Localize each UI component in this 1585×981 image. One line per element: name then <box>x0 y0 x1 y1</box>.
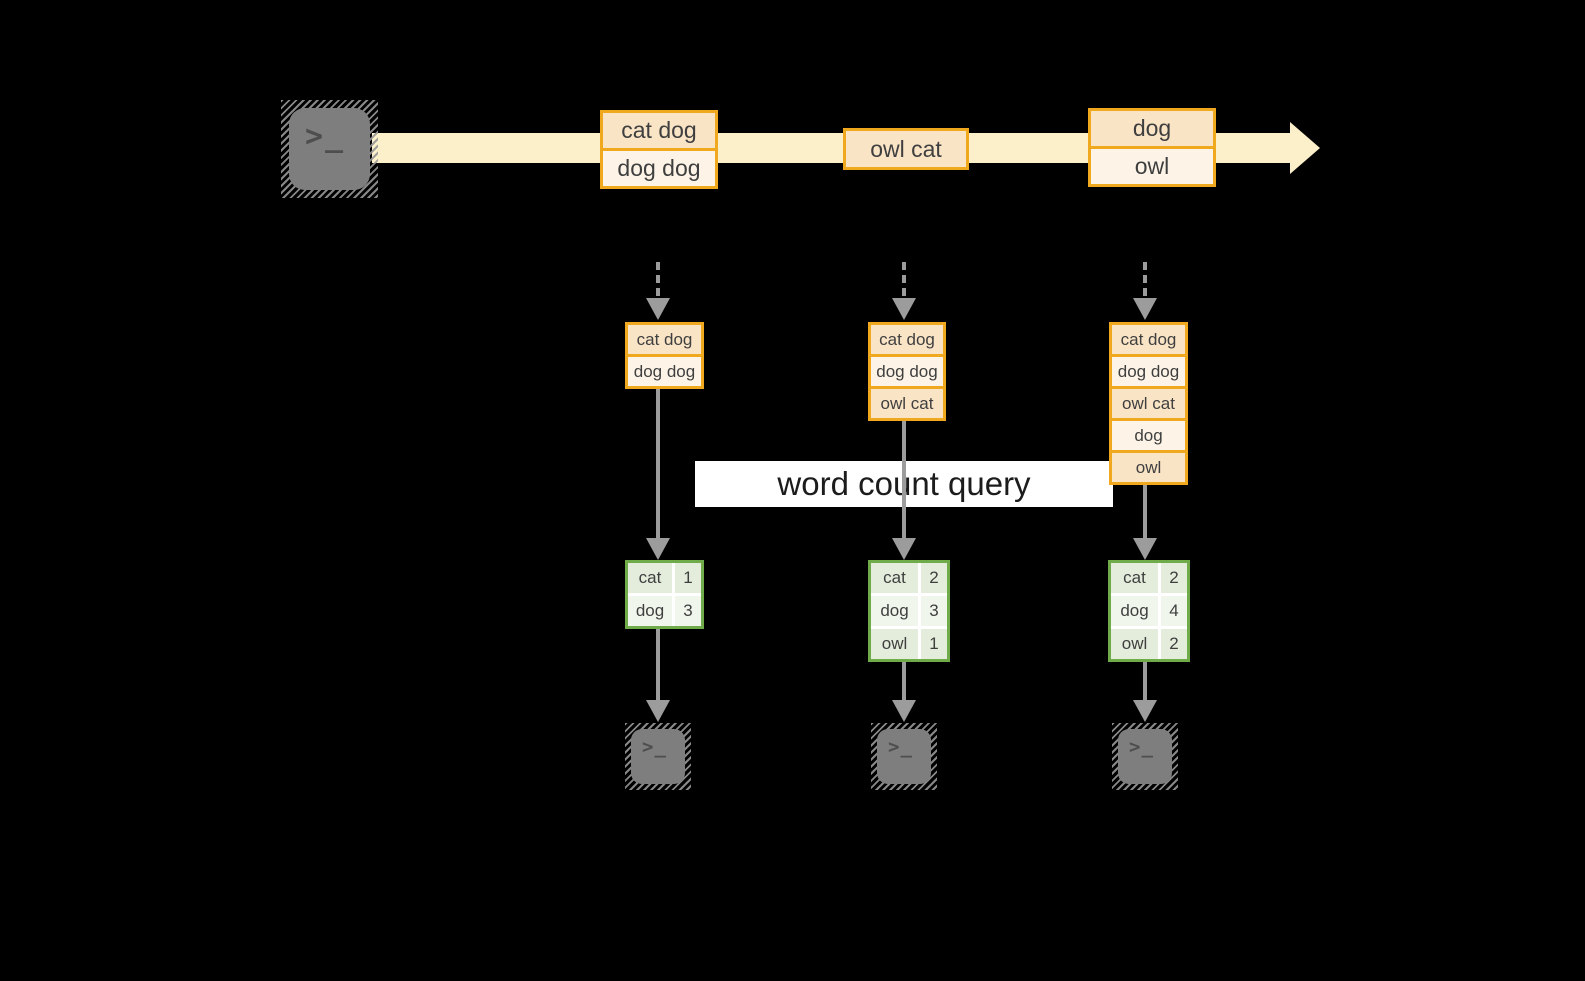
input-row: cat dog <box>628 325 701 354</box>
count-word-cell: owl <box>1111 629 1158 659</box>
input-row: cat dog <box>871 325 943 354</box>
count-word-cell: dog <box>871 596 918 626</box>
count-table-col2: cat 2 dog 3 owl 1 <box>868 560 950 662</box>
count-word-cell: owl <box>871 629 918 659</box>
dashed-arrowhead-col2 <box>892 298 916 320</box>
sink-terminal-icon-col1: >_ <box>625 723 691 790</box>
input-row: cat dog <box>1112 325 1185 354</box>
stream-batch-3-row: dog <box>1091 111 1213 146</box>
terminal-icon-body: >_ <box>1118 729 1172 784</box>
count-table-col3: cat 2 dog 4 owl 2 <box>1108 560 1190 662</box>
input-row: owl cat <box>871 386 943 418</box>
query-arrowhead-col1 <box>646 538 670 560</box>
stream-batch-2-row: owl cat <box>846 131 966 167</box>
query-arrow-line-col1 <box>656 389 660 538</box>
input-stack-col1: cat dog dog dog <box>625 322 704 389</box>
sink-arrow-line-col2 <box>902 662 906 700</box>
input-row: dog dog <box>1112 354 1185 386</box>
count-word-cell: cat <box>628 563 672 593</box>
count-value-cell: 3 <box>921 596 947 626</box>
input-row: dog dog <box>871 354 943 386</box>
count-value-cell: 2 <box>921 563 947 593</box>
input-row: dog <box>1112 418 1185 450</box>
terminal-prompt-glyph: >_ <box>888 736 913 758</box>
terminal-icon-body: >_ <box>289 108 370 190</box>
terminal-prompt-glyph: >_ <box>1129 736 1154 758</box>
dashed-arrow-line-col3 <box>1143 262 1147 296</box>
query-arrow-line-col3 <box>1143 485 1147 538</box>
input-stack-col3: cat dog dog dog owl cat dog owl <box>1109 322 1188 485</box>
sink-arrow-line-col1 <box>656 629 660 700</box>
count-value-cell: 4 <box>1161 596 1187 626</box>
stream-timeline-arrowhead <box>1290 122 1320 174</box>
stream-batch-1-row: dog dog <box>603 148 715 186</box>
count-word-cell: dog <box>628 596 672 626</box>
dashed-arrowhead-col3 <box>1133 298 1157 320</box>
dashed-arrow-line-col2 <box>902 262 906 296</box>
count-word-cell: dog <box>1111 596 1158 626</box>
sink-arrowhead-col2 <box>892 700 916 722</box>
count-word-cell: cat <box>1111 563 1158 593</box>
stream-batch-1-row: cat dog <box>603 113 715 148</box>
stream-batch-2-box: owl cat <box>843 128 969 170</box>
terminal-prompt-glyph: >_ <box>305 119 346 154</box>
dashed-arrowhead-col1 <box>646 298 670 320</box>
stream-source-terminal-icon: >_ <box>281 100 378 198</box>
terminal-prompt-glyph: >_ <box>642 736 667 758</box>
sink-terminal-icon-col2: >_ <box>871 723 937 790</box>
terminal-icon-body: >_ <box>631 729 685 784</box>
dashed-arrow-line-col1 <box>656 262 660 296</box>
count-value-cell: 2 <box>1161 629 1187 659</box>
input-stack-col2: cat dog dog dog owl cat <box>868 322 946 421</box>
sink-arrow-line-col3 <box>1143 662 1147 700</box>
count-word-cell: cat <box>871 563 918 593</box>
count-value-cell: 2 <box>1161 563 1187 593</box>
query-arrow-line-col2 <box>902 421 906 538</box>
sink-terminal-icon-col3: >_ <box>1112 723 1178 790</box>
sink-arrowhead-col3 <box>1133 700 1157 722</box>
query-arrowhead-col2 <box>892 538 916 560</box>
input-row: owl <box>1112 450 1185 482</box>
input-row: dog dog <box>628 354 701 386</box>
count-value-cell: 1 <box>675 563 701 593</box>
count-value-cell: 3 <box>675 596 701 626</box>
count-table-col1: cat 1 dog 3 <box>625 560 704 629</box>
stream-batch-3-row: owl <box>1091 146 1213 184</box>
sink-arrowhead-col1 <box>646 700 670 722</box>
terminal-icon-body: >_ <box>877 729 931 784</box>
count-value-cell: 1 <box>921 629 947 659</box>
input-row: owl cat <box>1112 386 1185 418</box>
stream-batch-1-box: cat dog dog dog <box>600 110 718 189</box>
stream-batch-3-box: dog owl <box>1088 108 1216 187</box>
query-arrowhead-col3 <box>1133 538 1157 560</box>
